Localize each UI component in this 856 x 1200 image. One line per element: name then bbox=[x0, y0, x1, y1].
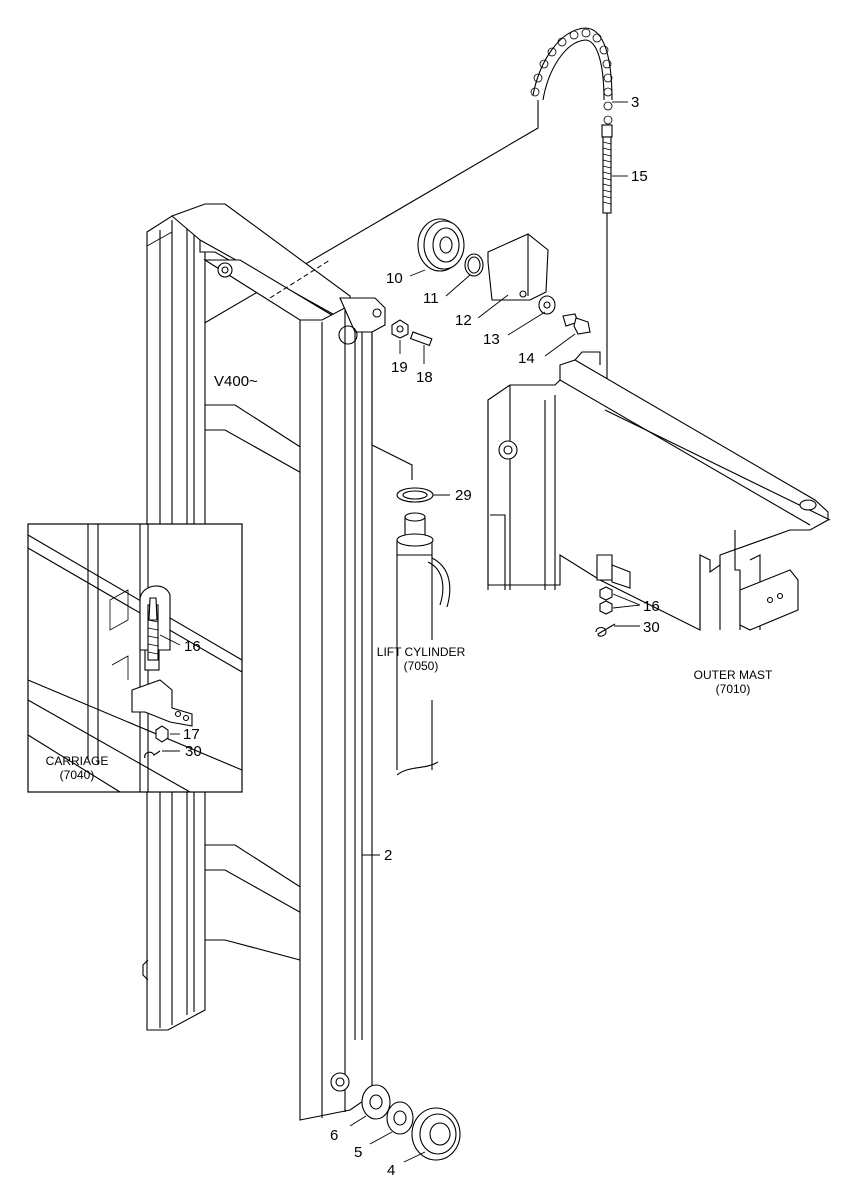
sheave-assembly bbox=[391, 218, 591, 347]
callout-4: 4 bbox=[387, 1162, 395, 1179]
outer-mast-code: (7010) bbox=[716, 682, 751, 696]
callout-16-outer: 16 bbox=[643, 598, 660, 615]
callout-30-inset: 30 bbox=[185, 743, 202, 760]
callout-16-inset: 16 bbox=[184, 638, 201, 655]
callout-29: 29 bbox=[455, 487, 472, 504]
callout-30-outer: 30 bbox=[643, 619, 660, 636]
callout-5: 5 bbox=[354, 1144, 362, 1161]
roller-parts bbox=[361, 1084, 461, 1161]
callout-10: 10 bbox=[386, 270, 403, 287]
outer-mast bbox=[487, 351, 831, 637]
lift-cylinder-label: LIFT CYLINDER bbox=[377, 645, 466, 659]
callout-14: 14 bbox=[518, 350, 535, 367]
callout-numbers: 3 15 10 11 12 13 14 19 18 29 16 30 16 17… bbox=[183, 94, 660, 1179]
lift-cylinder-code: (7050) bbox=[404, 659, 439, 673]
callout-19: 19 bbox=[391, 359, 408, 376]
callout-13: 13 bbox=[483, 331, 500, 348]
callout-6: 6 bbox=[330, 1127, 338, 1144]
carriage-code: (7040) bbox=[60, 768, 95, 782]
callout-15: 15 bbox=[631, 168, 648, 185]
callout-17-inset: 17 bbox=[183, 726, 200, 743]
lift-cylinder bbox=[396, 487, 451, 776]
callout-11: 11 bbox=[423, 290, 439, 307]
callout-12: 12 bbox=[455, 312, 472, 329]
version-label: V400~ bbox=[214, 373, 258, 390]
callout-18: 18 bbox=[416, 369, 433, 386]
lift-chain bbox=[530, 27, 613, 138]
leader-lines bbox=[159, 101, 641, 1163]
carriage-detail-inset bbox=[27, 523, 243, 793]
component-labels: V400~ LIFT CYLINDER (7050) OUTER MAST (7… bbox=[46, 373, 773, 782]
carriage-label: CARRIAGE bbox=[46, 754, 109, 768]
callout-3: 3 bbox=[631, 94, 639, 111]
outer-mast-label: OUTER MAST bbox=[694, 668, 773, 682]
callout-2: 2 bbox=[384, 847, 392, 864]
inner-mast bbox=[142, 203, 386, 1121]
